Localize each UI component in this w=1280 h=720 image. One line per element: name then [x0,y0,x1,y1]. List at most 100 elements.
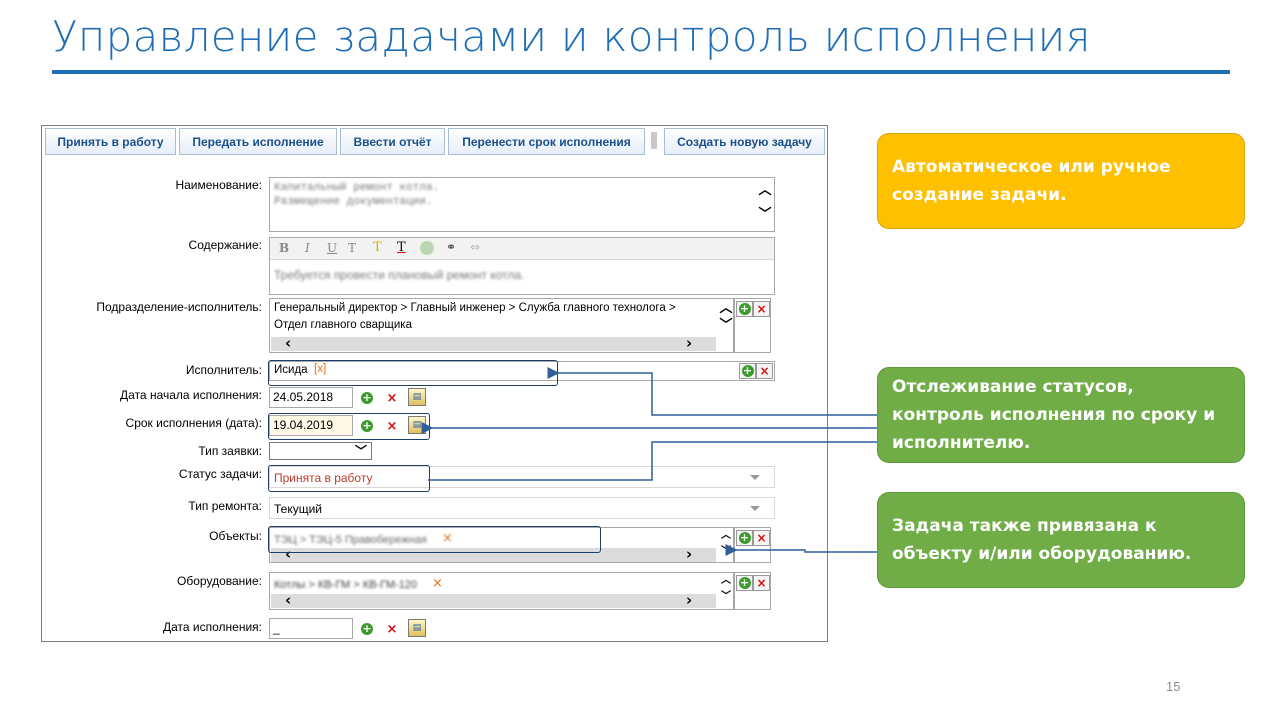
executor-value: Исида [274,364,308,376]
content-editor[interactable]: B I U T T T ⚭ ⇔ Требуется провести плано… [269,237,775,295]
equipment-label: Оборудование: [177,574,262,588]
status-label: Статус задачи: [178,467,262,481]
repair-type-label: Тип ремонта: [188,499,262,513]
horizontal-scrollbar[interactable]: ‹ › [271,334,716,352]
scroll-right-icon[interactable]: › [686,591,693,609]
add-department-button[interactable]: + [736,301,753,317]
create-task-button[interactable]: Создать новую задачу [664,128,825,155]
scroll-up-icon[interactable]: ︿ [721,530,731,541]
scroll-down-icon[interactable]: ﹀ [721,546,731,557]
task-form-screenshot: Принять в работу Передать исполнение Вве… [41,125,828,642]
done-date-label: Дата исполнения: [163,620,262,634]
clear-format-icon[interactable]: T [397,240,406,255]
equipment-actions: + × [734,572,771,610]
objects-value: ТЭЦ > ТЭЦ-5 Правобережная [274,534,427,546]
toolbar-separator [651,132,657,149]
title-underline [52,70,1230,74]
image-icon[interactable] [420,241,434,255]
department-line1: Генеральный директор > Главный инженер >… [274,302,676,314]
executor-label: Исполнитель: [185,363,262,377]
scroll-up-icon[interactable]: ︿ [719,301,733,316]
horizontal-scrollbar[interactable]: ‹ › [271,545,716,563]
callout-auto-creation: Автоматическое или ручное создание задач… [877,133,1245,229]
due-date-input[interactable]: 19.04.2019 [269,415,353,436]
done-date-input[interactable]: _ [269,618,353,639]
remove-object-icon[interactable]: × [442,531,453,546]
text-size-icon[interactable]: T [348,241,357,255]
request-type-select[interactable]: ﹀ [269,442,372,460]
add-object-button[interactable]: + [736,530,753,546]
scroll-up-icon[interactable]: ︿ [758,183,772,198]
page-number: 15 [1166,679,1181,694]
objects-label: Объекты: [209,529,262,543]
name-textarea[interactable]: Капитальный ремонт котла. Размещение док… [269,177,775,232]
scroll-down-icon[interactable]: ﹀ [721,591,731,602]
done-date-calendar-icon[interactable]: ▤ [408,619,426,637]
scroll-down-icon[interactable]: ﹀ [719,318,733,333]
callout-status-tracking: Отслеживание статусов, контроль исполнен… [877,367,1245,463]
scroll-up-icon[interactable]: ︿ [721,575,731,586]
content-label: Содержание: [188,238,262,252]
horizontal-scrollbar[interactable]: ‹ › [271,591,716,609]
clear-start-date-icon[interactable]: × [386,390,398,406]
transfer-button[interactable]: Передать исполнение [179,128,337,155]
clear-done-date-icon[interactable]: × [386,621,398,637]
add-due-date-icon[interactable]: + [361,419,373,432]
remove-equipment-button[interactable]: × [753,575,770,591]
postpone-button[interactable]: Перенести срок исполнения [448,128,645,155]
start-date-input[interactable]: 24.05.2018 [269,387,353,408]
add-done-date-icon[interactable]: + [361,622,373,635]
remove-department-button[interactable]: × [753,301,770,317]
clear-due-date-icon[interactable]: × [386,418,398,434]
request-type-label: Тип заявки: [198,444,262,458]
chevron-down-icon[interactable]: ﹀ [354,444,367,458]
add-start-date-icon[interactable]: + [361,391,373,404]
executor-highlight [268,360,558,386]
equipment-value: Котлы > КВ-ГМ > КВ-ГМ-120 [274,579,418,591]
repair-type-select[interactable]: Текущий [269,497,775,519]
unlink-icon[interactable]: ⇔ [470,240,481,254]
status-highlight [268,465,430,492]
slide-title: Управление задачами и контроль исполнени… [52,12,1091,61]
objects-actions: + × [734,527,771,563]
remove-object-button[interactable]: × [753,530,770,546]
department-actions: + × [734,298,771,353]
scroll-left-icon[interactable]: ‹ [285,545,292,563]
editor-toolbar: B I U T T T ⚭ ⇔ [270,238,774,260]
department-line2: Отдел главного сварщика [274,319,412,331]
scroll-right-icon[interactable]: › [686,545,693,563]
link-icon[interactable]: ⚭ [446,240,457,254]
objects-highlight [268,526,601,553]
objects-field[interactable]: ТЭЦ > ТЭЦ-5 Правобережная × ︿ ﹀ ‹ › [269,527,734,563]
name-value: Капитальный ремонт котла. Размещение док… [274,182,440,208]
start-date-label: Дата начала исполнения: [120,388,262,402]
scroll-left-icon[interactable]: ‹ [285,591,292,609]
executor-remove-link[interactable]: [x] [314,363,327,375]
text-color-icon[interactable]: T [373,240,382,255]
scroll-right-icon[interactable]: › [686,334,693,352]
italic-icon[interactable]: I [305,241,310,255]
report-button[interactable]: Ввести отчёт [340,128,445,155]
chevron-down-icon[interactable] [750,506,760,511]
callout-object-binding: Задача также привязана к объекту и/или о… [877,492,1245,588]
add-executor-button[interactable]: + [739,363,756,379]
repair-type-value: Текущий [274,502,322,516]
due-date-label: Срок исполнения (дата): [125,416,262,430]
start-date-calendar-icon[interactable]: ▤ [408,388,426,406]
bold-icon[interactable]: B [279,241,290,255]
department-field[interactable]: Генеральный директор > Главный инженер >… [269,298,734,353]
add-equipment-button[interactable]: + [736,575,753,591]
underline-icon[interactable]: U [327,241,338,255]
remove-equipment-icon[interactable]: × [432,576,443,591]
due-date-highlight [268,413,430,440]
accept-button[interactable]: Принять в работу [45,128,176,155]
equipment-field[interactable]: Котлы > КВ-ГМ > КВ-ГМ-120 × ︿ ﹀ ‹ › [269,572,734,610]
scroll-left-icon[interactable]: ‹ [285,334,292,352]
status-value: Принята в работу [274,471,373,485]
department-label: Подразделение-исполнитель: [96,300,262,314]
task-toolbar: Принять в работу Передать исполнение Вве… [42,126,827,156]
remove-executor-button[interactable]: × [756,363,773,379]
chevron-down-icon[interactable] [750,475,760,480]
scroll-down-icon[interactable]: ﹀ [758,207,772,222]
content-value: Требуется провести плановый ремонт котла… [274,268,525,282]
